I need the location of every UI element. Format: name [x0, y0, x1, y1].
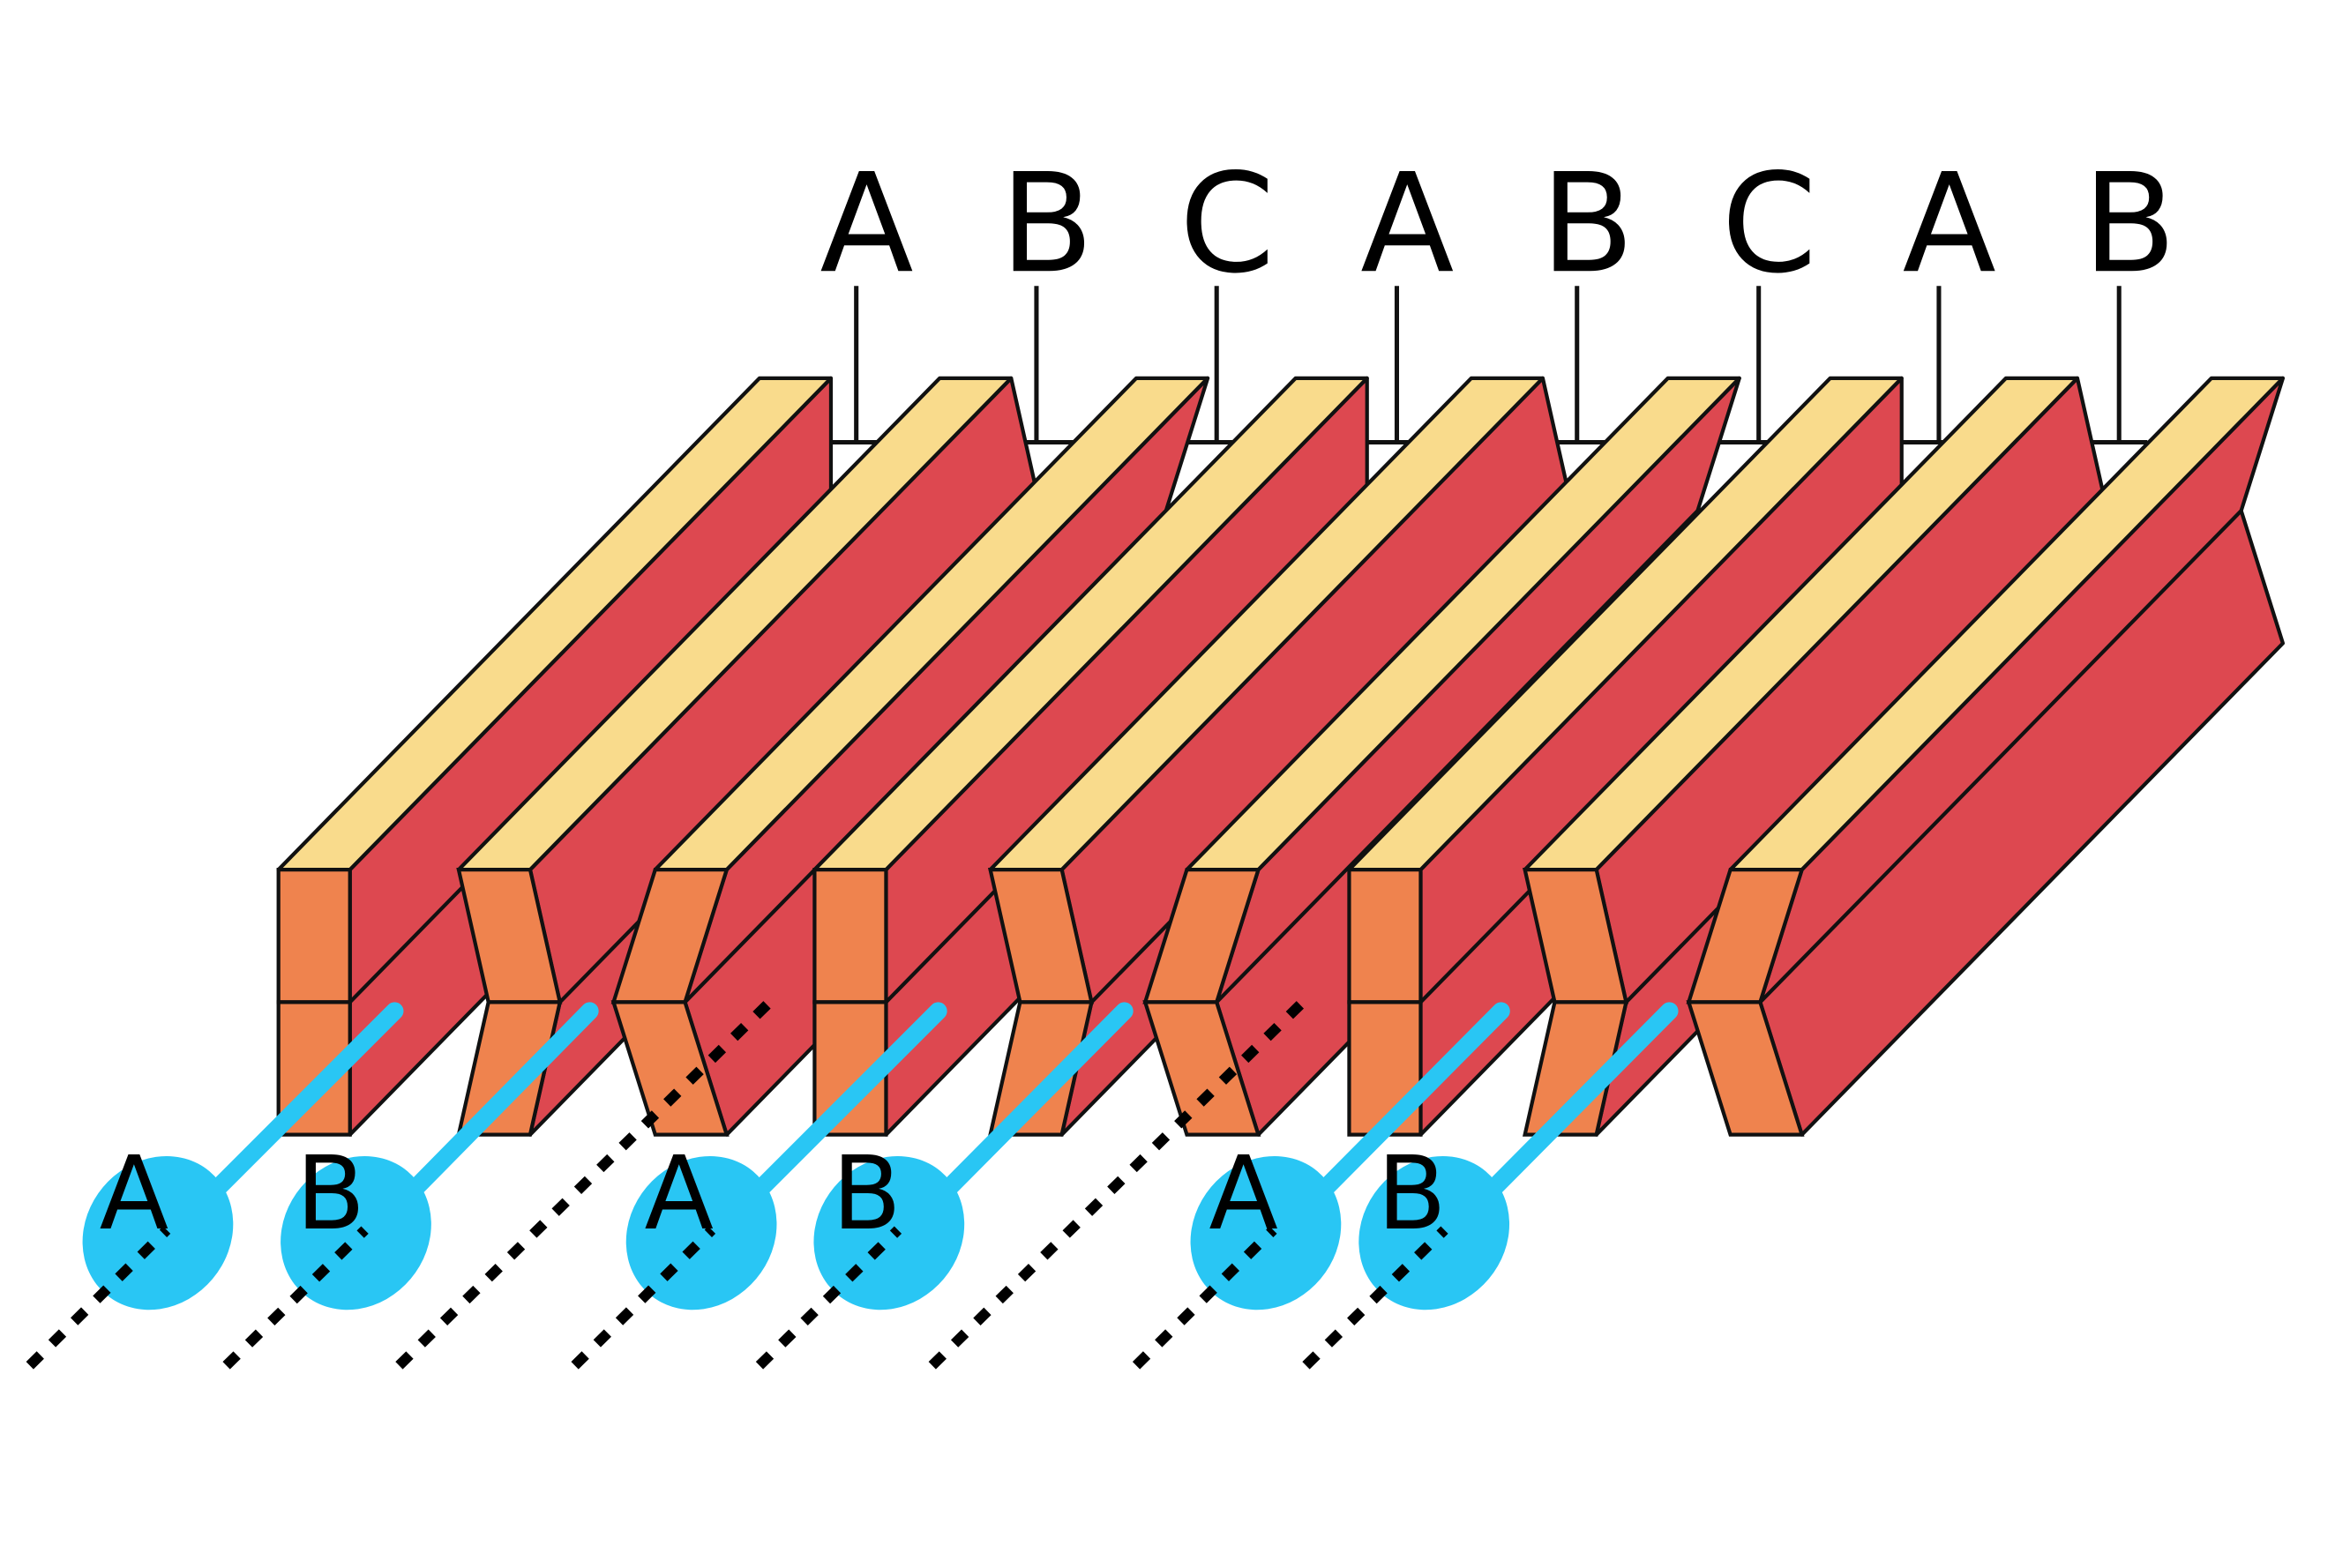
dotted-line	[928, 990, 1314, 1370]
layer-plates	[276, 376, 2286, 1137]
blob-stick	[193, 1002, 404, 1213]
side-face-midline	[1758, 509, 2243, 1004]
layer-label: B	[2083, 144, 2177, 303]
blob-label: A	[100, 1135, 169, 1253]
dotted-line	[571, 1226, 716, 1370]
front-face-lower	[1686, 1000, 1805, 1137]
blob-label: A	[645, 1135, 715, 1253]
dotted-line	[755, 1226, 902, 1370]
front-face-lower	[610, 1000, 730, 1137]
dotted-line	[1302, 1226, 1448, 1370]
blob-stick	[924, 1002, 1134, 1213]
front-face-lower	[1523, 1000, 1629, 1137]
layer-label: B	[999, 144, 1094, 303]
front-face-lower	[1142, 1000, 1261, 1137]
blob-stick	[1301, 1002, 1510, 1213]
blob-label: B	[1377, 1135, 1447, 1253]
blob-stick	[1470, 1002, 1679, 1213]
front-face-upper	[276, 867, 352, 1004]
layer-label: A	[819, 144, 913, 303]
dotted-line	[222, 1226, 369, 1370]
layer-label: C	[1179, 144, 1275, 303]
layer-label: A	[1903, 144, 1996, 303]
front-face-upper	[812, 867, 888, 1004]
layer-label: A	[1360, 144, 1454, 303]
layer-dotted-lines	[26, 990, 1448, 1370]
front-face-lower	[456, 1000, 563, 1137]
blob-stick	[391, 1002, 599, 1213]
plate-c	[1686, 376, 2286, 1137]
front-face-upper	[1347, 867, 1423, 1004]
layer-label: B	[1540, 144, 1635, 303]
dotted-line	[26, 1226, 171, 1370]
front-face-lower	[987, 1000, 1095, 1137]
blob-stick	[737, 1002, 947, 1213]
dotted-line	[1132, 1226, 1277, 1370]
blob-label: B	[832, 1135, 902, 1253]
blob-label: A	[1209, 1135, 1278, 1253]
front-face-lower	[812, 1000, 888, 1137]
dotted-line	[395, 990, 782, 1370]
blob-label: B	[296, 1135, 365, 1253]
layer-label: C	[1721, 144, 1816, 303]
side-face-midline	[1215, 509, 1699, 1004]
